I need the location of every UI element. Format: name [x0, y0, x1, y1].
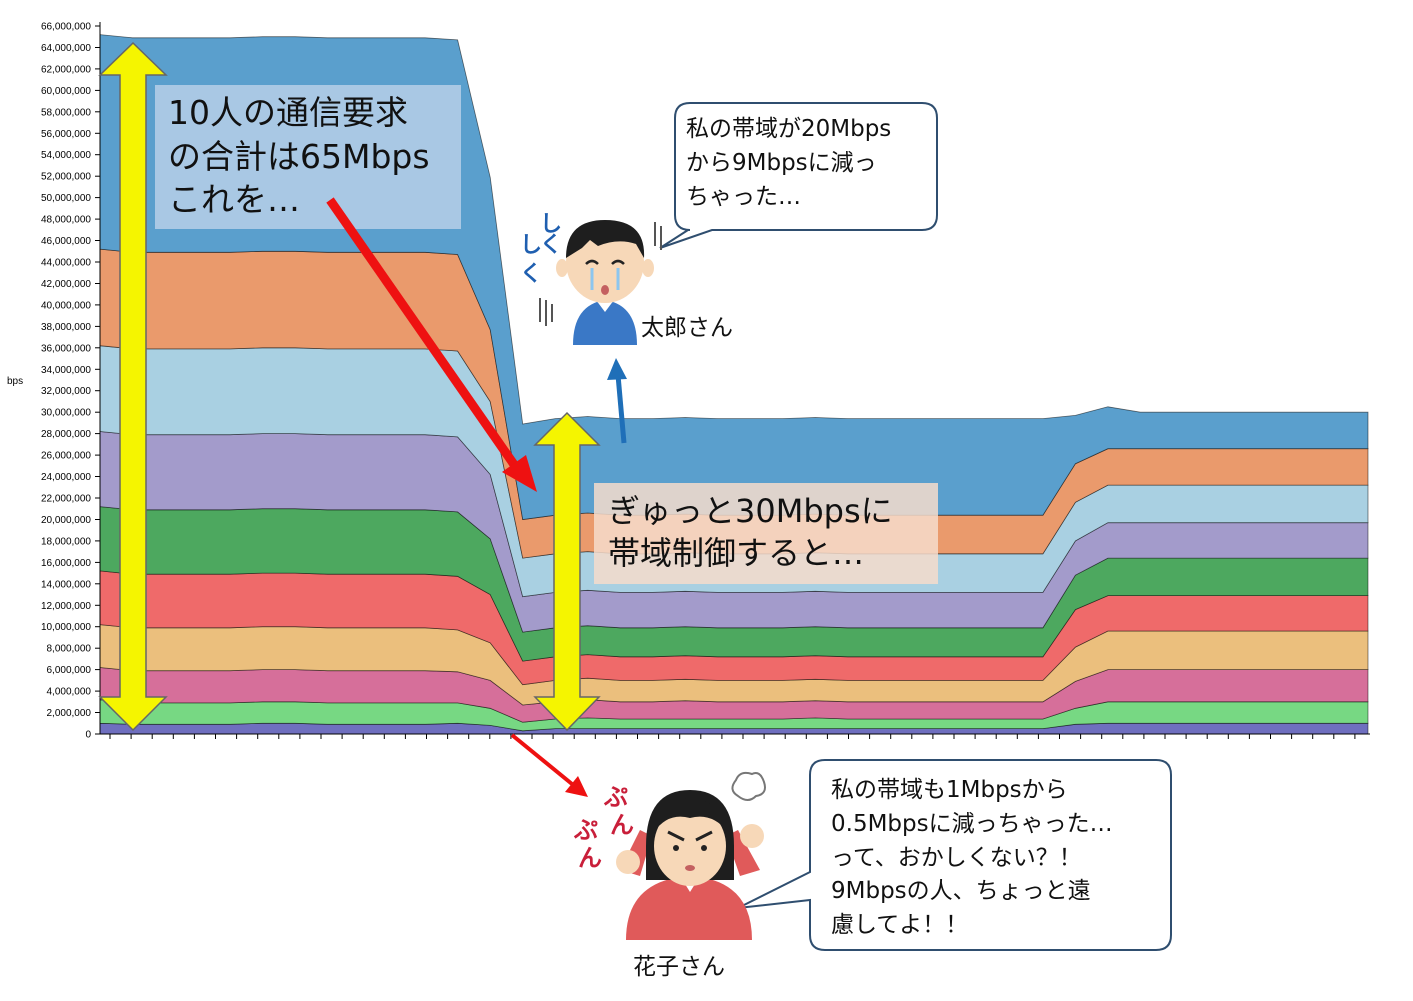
hanako-angry-icon	[616, 771, 766, 940]
y-tick-label: 52,000,000	[41, 172, 91, 183]
hanako-bubble-line-2: 0.5Mbpsに減っちゃった…	[831, 811, 1113, 837]
hanako-bubble-line-4: 9Mbpsの人、ちょっと遠	[831, 878, 1091, 904]
y-tick-label: 6,000,000	[47, 665, 92, 676]
hanako-sfx-2: ん	[610, 811, 634, 839]
y-tick-label: 50,000,000	[41, 193, 91, 204]
hanako-speech-bubble: 私の帯域も1Mbpsから 0.5Mbpsに減っちゃった… って、おかしくない？！…	[737, 759, 1172, 951]
y-tick-label: 28,000,000	[41, 429, 91, 440]
annotation-box-total: 10人の通信要求 の合計は65Mbps これを…	[155, 85, 461, 229]
hanako-bubble-line-1: 私の帯域も1Mbpsから	[831, 777, 1068, 803]
taro-bubble-line-3: ちゃった…	[686, 184, 801, 210]
x-ticks	[109, 734, 1356, 739]
hanako-sfx-3: ぷ	[573, 816, 598, 844]
y-axis	[99, 22, 1370, 735]
y-tick-label: 24,000,000	[41, 472, 91, 483]
hanako-bubble-line-3: って、おかしくない？！	[831, 845, 1082, 871]
y-tick-label: 44,000,000	[41, 258, 91, 269]
y-tick-labels: 66,000,000 64,000,000 62,000,000 60,000,000…	[41, 22, 100, 741]
taro-sfx-3: し	[520, 233, 542, 258]
annotation-total-line-1: 10人の通信要求	[168, 93, 408, 132]
hanako-name: 花子さん	[633, 954, 725, 980]
hanako-bubble-line-5: 慮してよ！！	[831, 912, 968, 938]
taro-sfx-4: く	[520, 262, 542, 287]
y-tick-label: 8,000,000	[47, 644, 92, 655]
y-tick-label: 46,000,000	[41, 236, 91, 247]
annotation-box-total-bg	[155, 85, 461, 229]
blue-arrow-to-taro	[607, 358, 627, 444]
y-tick-label: 2,000,000	[47, 708, 92, 719]
red-arrow-to-shaping	[326, 197, 537, 492]
y-tick-label: 48,000,000	[41, 215, 91, 226]
taro-crying-icon	[539, 220, 662, 345]
taro-bubble-line-2: から9Mbpsに減っ	[686, 150, 877, 176]
y-tick-label: 66,000,000	[41, 22, 91, 33]
y-tick-label: 10,000,000	[41, 622, 91, 633]
annotation-total-line-3: これを…	[168, 180, 300, 219]
taro-sfx-2: く	[540, 233, 562, 258]
annotation-box-shaping-bg	[594, 483, 938, 584]
y-tick-label: 14,000,000	[41, 579, 91, 590]
y-tick-label: 62,000,000	[41, 64, 91, 75]
y-tick-label: 26,000,000	[41, 451, 91, 462]
y-tick-label: 16,000,000	[41, 558, 91, 569]
annotation-box-shaping: ぎゅっと30Mbpsに 帯域制御すると…	[594, 483, 938, 584]
y-tick-label: 58,000,000	[41, 107, 91, 118]
y-tick-label: 0	[85, 730, 91, 741]
y-axis-unit-label: bps	[7, 376, 23, 387]
taro-sfx-1: し	[540, 212, 562, 237]
y-tick-label: 38,000,000	[41, 322, 91, 333]
y-tick-label: 20,000,000	[41, 515, 91, 526]
hanako-sfx-4: ん	[578, 844, 602, 872]
y-tick-label: 18,000,000	[41, 536, 91, 547]
y-tick-label: 40,000,000	[41, 300, 91, 311]
taro-speech-bubble: 私の帯域が20Mbps から9Mbpsに減っ ちゃった…	[659, 102, 938, 249]
y-tick-label: 22,000,000	[41, 494, 91, 505]
y-tick-label: 56,000,000	[41, 129, 91, 140]
y-tick-label: 12,000,000	[41, 601, 91, 612]
y-tick-label: 32,000,000	[41, 386, 91, 397]
y-tick-label: 42,000,000	[41, 279, 91, 290]
taro-bubble-line-1: 私の帯域が20Mbps	[686, 116, 891, 142]
annotation-shaping-line-1: ぎゅっと30Mbpsに	[608, 492, 893, 530]
y-tick-label: 30,000,000	[41, 408, 91, 419]
yellow-double-arrow-total	[98, 41, 168, 732]
y-tick-label: 4,000,000	[47, 687, 92, 698]
yellow-double-arrow-shaped	[533, 411, 601, 732]
y-tick-label: 64,000,000	[41, 43, 91, 54]
y-tick-label: 54,000,000	[41, 150, 91, 161]
annotation-shaping-line-2: 帯域制御すると…	[608, 534, 864, 572]
y-tick-label: 36,000,000	[41, 343, 91, 354]
y-tick-label: 34,000,000	[41, 365, 91, 376]
annotation-total-line-2: の合計は65Mbps	[168, 137, 430, 176]
hanako-sfx-1: ぷ	[603, 783, 628, 811]
red-arrow-to-hanako	[510, 733, 588, 797]
taro-name: 太郎さん	[641, 315, 733, 341]
y-tick-label: 60,000,000	[41, 86, 91, 97]
